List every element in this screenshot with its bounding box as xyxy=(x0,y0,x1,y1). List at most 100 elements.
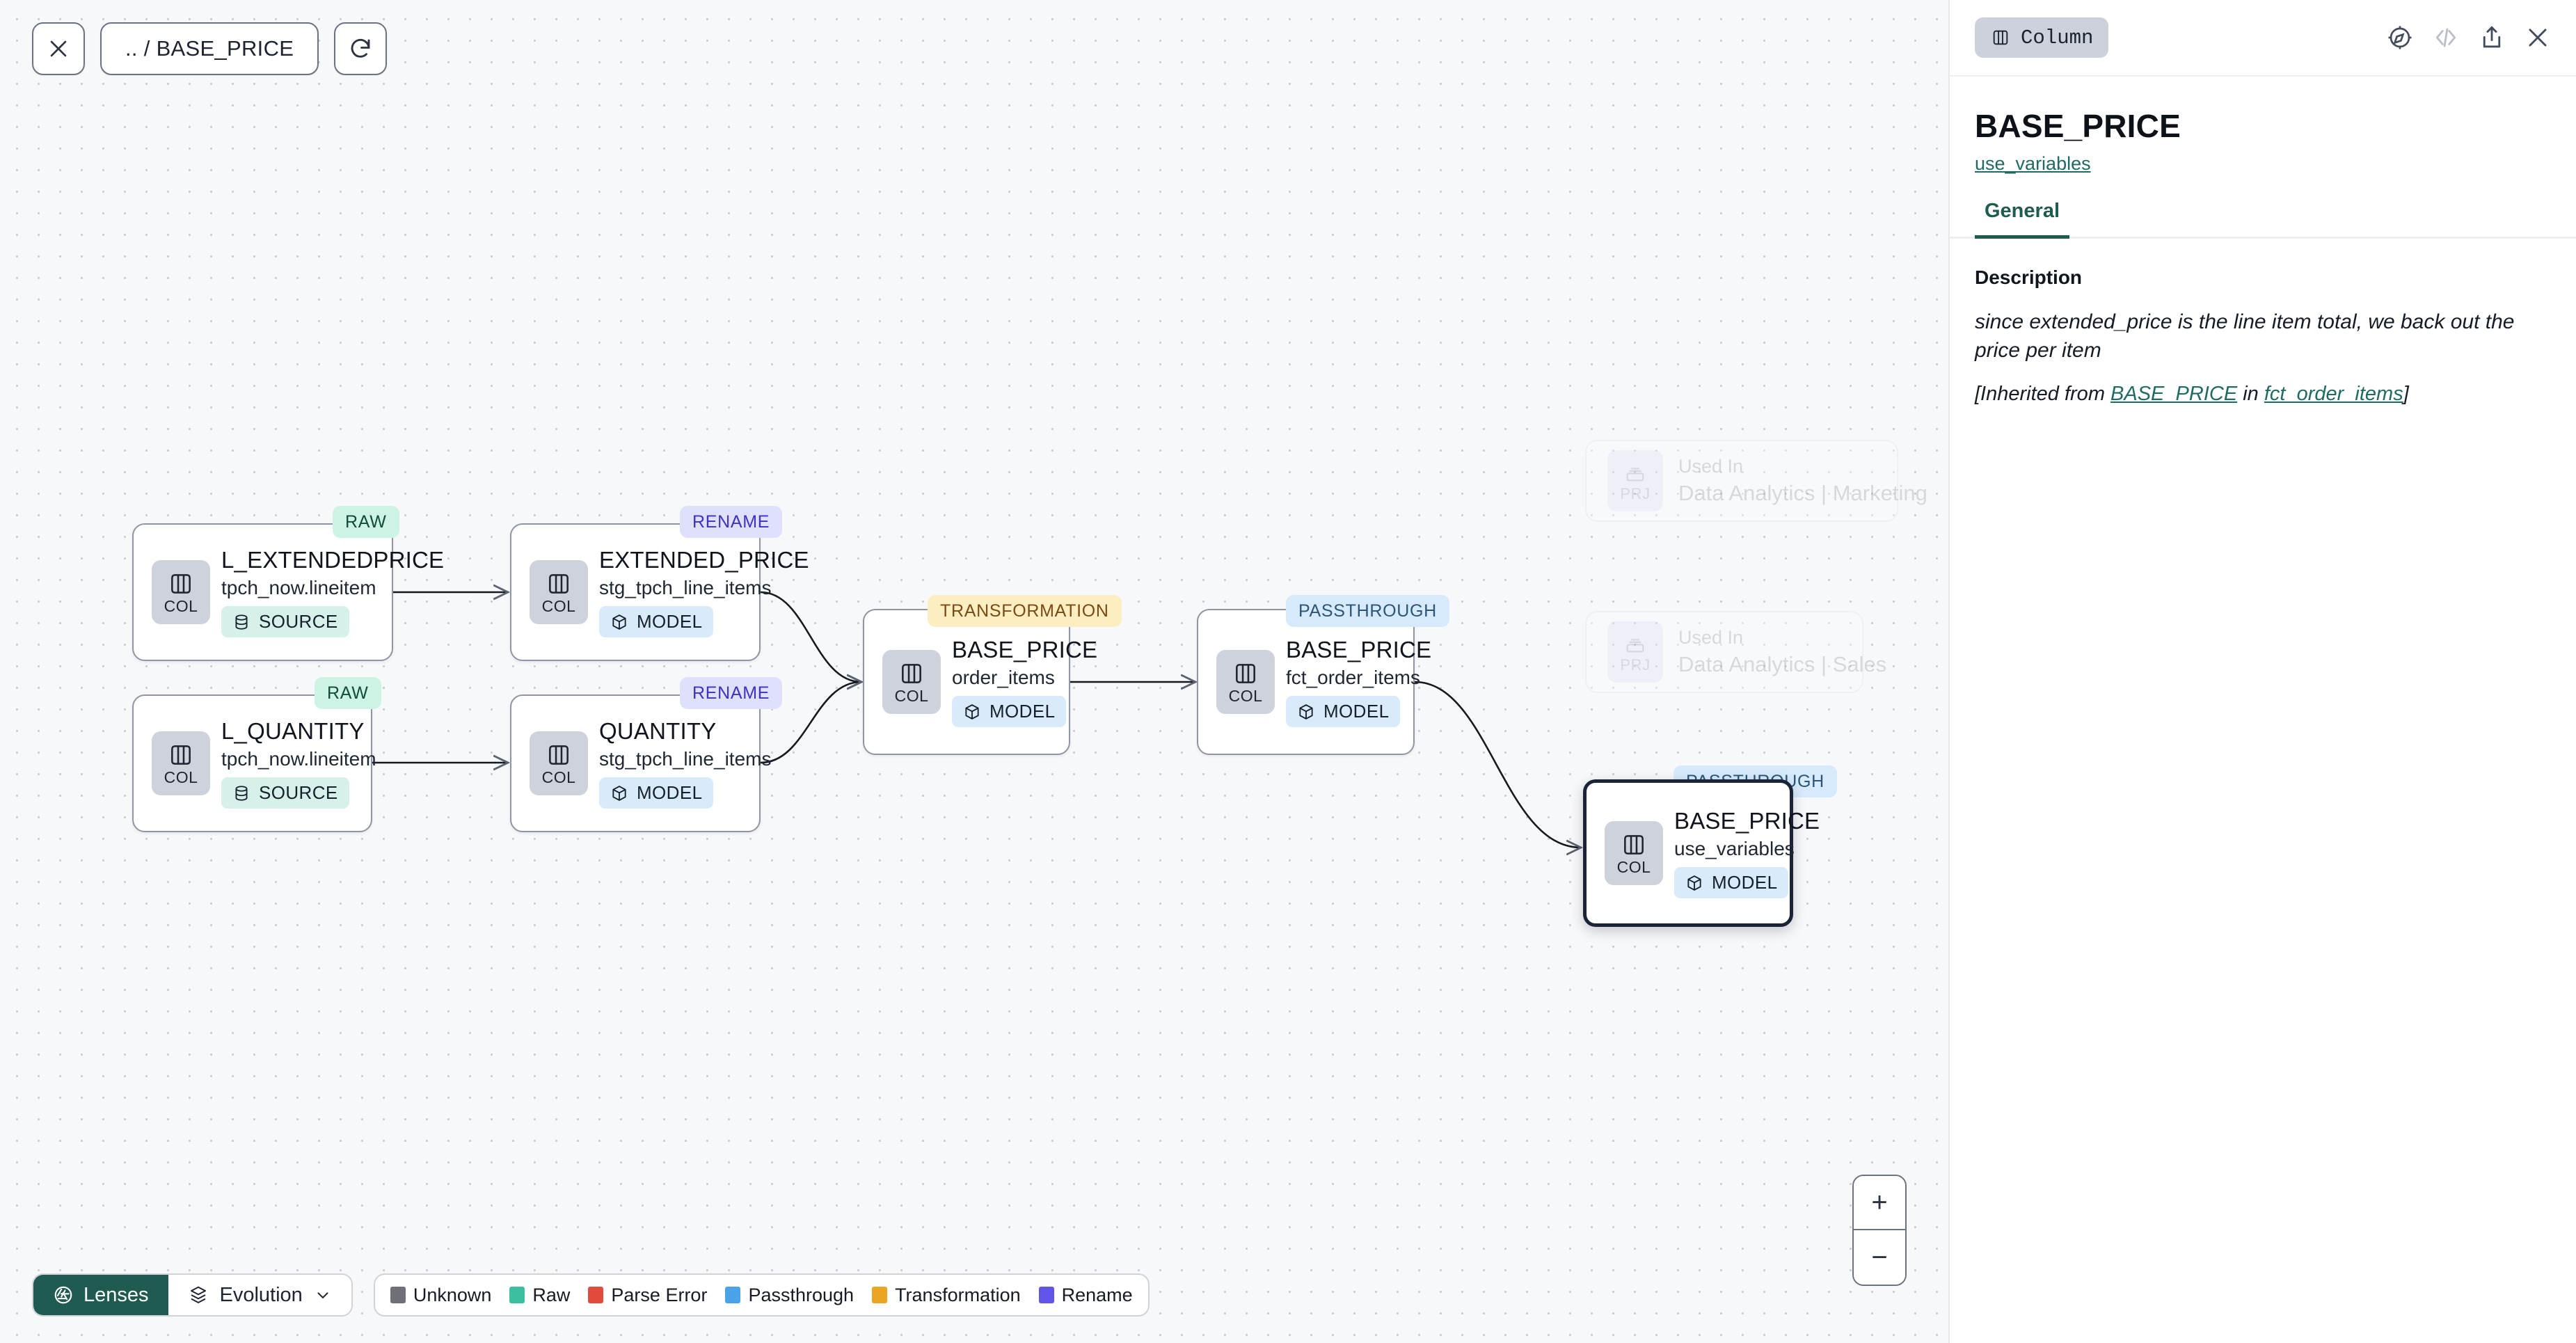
legend-item: Rename xyxy=(1038,1284,1133,1306)
column-icon-label: COL xyxy=(164,596,198,615)
project-icon: PRJ xyxy=(1607,621,1663,683)
node-badge-label: MODEL xyxy=(637,782,703,803)
close-graph-button[interactable] xyxy=(32,22,85,75)
lenses-button[interactable]: Lenses xyxy=(33,1275,168,1315)
graph-node-base-price-use-variables[interactable]: COL BASE_PRICE use_variables MODEL xyxy=(1583,779,1820,927)
node-badge-source: SOURCE xyxy=(221,606,349,637)
graph-node-l-extendedprice[interactable]: COL L_EXTENDEDPRICE tpch_now.lineitem SO… xyxy=(132,523,444,661)
node-tag-raw-quantity: RAW xyxy=(315,677,381,709)
zoom-out-button[interactable]: − xyxy=(1854,1230,1905,1285)
used-in-card-sales[interactable]: PRJ Used In Data Analytics | Sales xyxy=(1585,611,1886,693)
node-badge-label: SOURCE xyxy=(259,611,338,632)
legend-item: Parse Error xyxy=(588,1285,707,1306)
evolution-label: Evolution xyxy=(219,1283,303,1306)
node-title: L_EXTENDEDPRICE xyxy=(221,547,445,573)
node-badge-model: MODEL xyxy=(599,777,714,809)
node-badge-source: SOURCE xyxy=(221,777,349,809)
graph-node-base-price-order-items[interactable]: COL BASE_PRICE order_items MODEL xyxy=(863,609,1097,755)
node-subtitle: tpch_now.lineitem xyxy=(221,577,376,598)
details-panel: Column BASE_PRICE use_variables xyxy=(1948,0,2576,1343)
node-tag-raw-extendedprice: RAW xyxy=(333,506,399,538)
node-title: BASE_PRICE xyxy=(1286,637,1432,662)
column-icon-label: COL xyxy=(1228,686,1263,705)
node-badge-label: MODEL xyxy=(1712,872,1778,893)
zoom-controls: + − xyxy=(1852,1175,1907,1286)
node-subtitle: stg_tpch_line_items xyxy=(599,748,772,770)
column-icon: COL xyxy=(882,650,941,714)
canvas-toolbar: .. / BASE_PRICE xyxy=(32,22,388,75)
node-subtitle: stg_tpch_line_items xyxy=(599,577,772,598)
graph-node-base-price-fct-order-items[interactable]: COL BASE_PRICE fct_order_items MODEL xyxy=(1197,609,1431,755)
column-icon-label: COL xyxy=(894,686,929,705)
node-badge-model: MODEL xyxy=(1286,696,1401,727)
graph-node-l-quantity[interactable]: COL L_QUANTITY tpch_now.lineitem SOURCE xyxy=(132,694,376,832)
column-icon-label: COL xyxy=(1616,857,1651,876)
used-in-label: Used In xyxy=(1678,627,1744,648)
inherited-column-link[interactable]: BASE_PRICE xyxy=(2110,383,2238,405)
cube-icon xyxy=(612,614,626,630)
tab-general[interactable]: General xyxy=(1975,200,2069,239)
legend-swatch xyxy=(588,1287,604,1303)
refresh-icon xyxy=(351,38,370,58)
description-text: since extended_price is the line item to… xyxy=(1975,310,2515,362)
details-panel-header: Column xyxy=(1950,0,2576,77)
node-title: L_QUANTITY xyxy=(221,718,365,744)
project-icon: PRJ xyxy=(1607,450,1663,511)
breadcrumb[interactable]: .. / BASE_PRICE xyxy=(100,22,319,75)
close-icon xyxy=(50,40,67,57)
legend-item: Raw xyxy=(509,1285,570,1306)
refresh-button[interactable] xyxy=(334,22,388,75)
column-icon: COL xyxy=(152,560,210,624)
legend-label: Parse Error xyxy=(611,1284,708,1305)
node-subtitle: tpch_now.lineitem xyxy=(221,748,376,770)
legend-label: Transformation xyxy=(895,1284,1021,1305)
inherited-suffix: ] xyxy=(2403,383,2409,405)
used-in-name: Data Analytics | Marketing xyxy=(1678,481,1927,505)
column-icon xyxy=(1993,30,2008,45)
panel-header-actions xyxy=(2387,24,2551,51)
database-icon xyxy=(235,785,248,801)
legend-swatch xyxy=(872,1287,888,1303)
lenses-control-group: Lenses Evolution xyxy=(32,1273,353,1317)
lineage-canvas[interactable]: .. / BASE_PRICE xyxy=(0,0,1948,1343)
legend-label: Rename xyxy=(1061,1284,1133,1305)
page-title: BASE_PRICE xyxy=(1975,108,2181,144)
used-in-name: Data Analytics | Sales xyxy=(1678,652,1887,676)
legend-item: Passthrough xyxy=(725,1285,854,1306)
graph-node-extended-price[interactable]: COL EXTENDED_PRICE stg_tpch_line_items M… xyxy=(510,523,809,661)
legend-swatch xyxy=(725,1287,741,1303)
cube-icon xyxy=(1299,704,1313,720)
description-section: Description since extended_price is the … xyxy=(1950,239,2576,406)
legend-swatch xyxy=(390,1287,406,1303)
zoom-in-button[interactable]: + xyxy=(1854,1176,1905,1230)
node-tag-transformation: TRANSFORMATION xyxy=(928,595,1122,627)
project-icon-label: PRJ xyxy=(1620,484,1651,502)
legend: Unknown Raw Parse Error Passthrough Tran… xyxy=(373,1273,1150,1317)
cube-icon xyxy=(612,785,626,801)
explore-compass-icon[interactable] xyxy=(2387,24,2413,51)
node-badge-model: MODEL xyxy=(599,606,714,637)
column-icon-label: COL xyxy=(541,596,576,615)
column-icon: COL xyxy=(152,731,210,795)
column-icon-label: COL xyxy=(541,768,576,786)
code-icon[interactable] xyxy=(2433,24,2459,51)
database-icon xyxy=(235,614,248,630)
node-tag-passthrough-fct: PASSTHROUGH xyxy=(1286,595,1449,627)
share-icon[interactable] xyxy=(2479,24,2505,51)
close-panel-icon[interactable] xyxy=(2525,24,2551,51)
node-badge-model: MODEL xyxy=(952,696,1067,727)
cube-icon xyxy=(965,704,979,720)
legend-label: Raw xyxy=(532,1284,571,1305)
used-in-card-marketing[interactable]: PRJ Used In Data Analytics | Marketing xyxy=(1585,440,1927,522)
graph-node-quantity[interactable]: COL QUANTITY stg_tpch_line_items MODEL xyxy=(510,694,771,832)
parent-model-link[interactable]: use_variables xyxy=(1975,153,2091,174)
node-badge-label: MODEL xyxy=(637,611,703,632)
inherited-from-note: [Inherited from BASE_PRICE in fct_order_… xyxy=(1975,383,2551,406)
node-badge-label: MODEL xyxy=(1323,701,1390,722)
inherited-model-link[interactable]: fct_order_items xyxy=(2264,383,2403,405)
layers-icon xyxy=(190,1286,206,1303)
column-icon: COL xyxy=(530,731,588,795)
column-icon: COL xyxy=(530,560,588,624)
evolution-dropdown[interactable]: Evolution xyxy=(168,1275,351,1315)
chevron-down-icon xyxy=(317,1292,328,1299)
